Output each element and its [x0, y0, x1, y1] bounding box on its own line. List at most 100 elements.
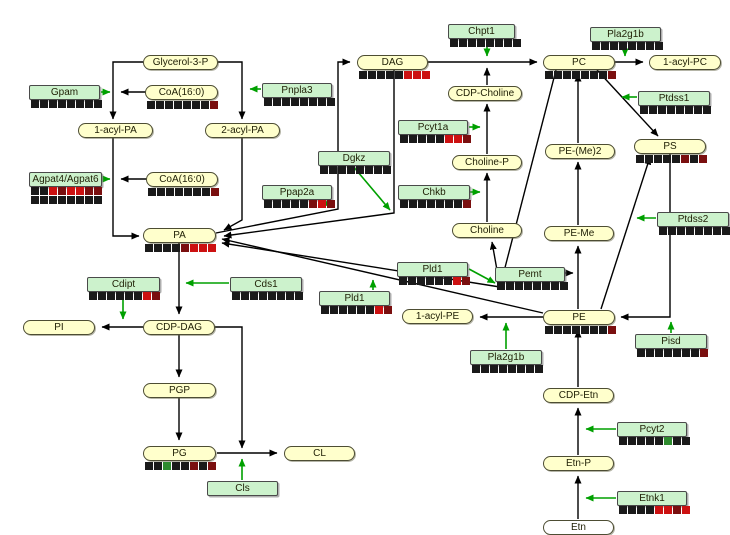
heatmap-cell [400, 200, 408, 208]
heatmap-cell [40, 196, 48, 204]
heatmap-cell [608, 326, 616, 334]
node-etn-p[interactable]: Etn-P [543, 456, 614, 471]
heatmap-cell [426, 277, 434, 285]
heatmap-row-pemt [497, 282, 568, 290]
node-coa-16-0-lower[interactable]: CoA(16:0) [146, 172, 218, 187]
enzyme-pla2g1b-bottom[interactable]: Pla2g1b [470, 350, 542, 365]
node-cdp-choline[interactable]: CDP-Choline [448, 86, 522, 101]
enzyme-pla2g1b-top[interactable]: Pla2g1b [590, 27, 661, 42]
heatmap-cell [300, 200, 308, 208]
heatmap-cell [637, 349, 645, 357]
heatmap-cell [417, 277, 425, 285]
enzyme-gpam[interactable]: Gpam [29, 85, 100, 100]
heatmap-cell [477, 39, 485, 47]
node-pe-me[interactable]: PE-Me [544, 226, 614, 241]
enzyme-pld1-right[interactable]: Pld1 [397, 262, 468, 277]
edge [109, 61, 143, 120]
node-ps[interactable]: PS [634, 139, 706, 154]
heatmap-cell [327, 200, 335, 208]
enzyme-ptdss1[interactable]: Ptdss1 [638, 91, 710, 106]
heatmap-cell [76, 196, 84, 204]
heatmap-row-pisd [637, 349, 708, 357]
node-2-acyl-pa[interactable]: 2-acyl-PA [205, 123, 280, 138]
heatmap-cell [377, 71, 385, 79]
heatmap-cell [551, 282, 559, 290]
heatmap-cell [31, 187, 39, 195]
heatmap-cell [193, 188, 201, 196]
node-coa-16-0-upper[interactable]: CoA(16:0) [145, 85, 218, 100]
node-cdp-etn[interactable]: CDP-Etn [543, 388, 614, 403]
heatmap-cell [339, 306, 347, 314]
heatmap-cell [560, 282, 568, 290]
node-choline-p[interactable]: Choline-P [452, 155, 522, 170]
heatmap-cell [384, 306, 392, 314]
heatmap-cell [202, 188, 210, 196]
heatmap-cell [366, 306, 374, 314]
heatmap-cell [676, 106, 684, 114]
heatmap-cell [347, 166, 355, 174]
heatmap-cell [517, 365, 525, 373]
heatmap-cell [592, 42, 600, 50]
heatmap-cell [94, 196, 102, 204]
heatmap-row-etnk1 [619, 506, 690, 514]
node-cdp-dag[interactable]: CDP-DAG [143, 320, 215, 335]
enzyme-etnk1[interactable]: Etnk1 [617, 491, 687, 506]
node-pgp[interactable]: PGP [143, 383, 216, 398]
enzyme-cds1[interactable]: Cds1 [230, 277, 302, 292]
heatmap-row-cdipt [89, 292, 160, 300]
heatmap-cell [408, 277, 416, 285]
node-choline[interactable]: Choline [452, 223, 522, 238]
node-pe-me2[interactable]: PE-(Me)2 [545, 144, 615, 159]
enzyme-cdipt[interactable]: Cdipt [87, 277, 160, 292]
node-pa[interactable]: PA [143, 228, 216, 243]
heatmap-cell [703, 106, 711, 114]
heatmap-cell [85, 100, 93, 108]
heatmap-cell [85, 187, 93, 195]
node-pe[interactable]: PE [543, 310, 615, 325]
heatmap-cell [682, 349, 690, 357]
node-etn[interactable]: Etn [543, 520, 614, 535]
node-dag[interactable]: DAG [357, 55, 428, 70]
heatmap-cell [646, 42, 654, 50]
heatmap-cell [67, 187, 75, 195]
heatmap-row-pld1-right [399, 277, 470, 285]
heatmap-cell [359, 71, 367, 79]
heatmap-cell [208, 244, 216, 252]
heatmap-cell [165, 101, 173, 109]
heatmap-cell [386, 71, 394, 79]
heatmap-cell [468, 39, 476, 47]
heatmap-row-chpt1 [450, 39, 521, 47]
heatmap-cell [134, 292, 142, 300]
heatmap-cell [318, 98, 326, 106]
enzyme-pcyt2[interactable]: Pcyt2 [617, 422, 687, 437]
heatmap-cell [190, 244, 198, 252]
node-1-acyl-pc[interactable]: 1-acyl-PC [649, 55, 721, 70]
node-1-acyl-pe[interactable]: 1-acyl-PE [402, 309, 473, 324]
enzyme-pld1-left[interactable]: Pld1 [319, 291, 390, 306]
heatmap-cell [646, 349, 654, 357]
enzyme-ptdss2[interactable]: Ptdss2 [657, 212, 729, 227]
heatmap-cell [691, 349, 699, 357]
heatmap-cell [320, 166, 328, 174]
enzyme-pisd[interactable]: Pisd [635, 334, 707, 349]
heatmap-cell [486, 39, 494, 47]
enzyme-agpat4-agpat6[interactable]: Agpat4/Agpat6 [29, 172, 102, 187]
enzyme-cls[interactable]: Cls [207, 481, 278, 496]
enzyme-pemt[interactable]: Pemt [495, 267, 565, 282]
node-pi[interactable]: PI [23, 320, 95, 335]
heatmap-cell [590, 71, 598, 79]
node-pg[interactable]: PG [143, 446, 216, 461]
node-glycerol-3-p[interactable]: Glycerol-3-P [143, 55, 218, 70]
node-cl[interactable]: CL [284, 446, 355, 461]
enzyme-pcyt1a[interactable]: Pcyt1a [398, 120, 468, 135]
heatmap-cell [199, 462, 207, 470]
enzyme-pnpla3[interactable]: Pnpla3 [262, 83, 332, 98]
enzyme-ppap2a[interactable]: Ppap2a [262, 185, 332, 200]
enzyme-chkb[interactable]: Chkb [398, 185, 470, 200]
node-1-acyl-pa[interactable]: 1-acyl-PA [78, 123, 153, 138]
heatmap-cell [143, 292, 151, 300]
node-pc[interactable]: PC [543, 55, 615, 70]
enzyme-dgkz[interactable]: Dgkz [318, 151, 390, 166]
enzyme-chpt1[interactable]: Chpt1 [448, 24, 515, 39]
